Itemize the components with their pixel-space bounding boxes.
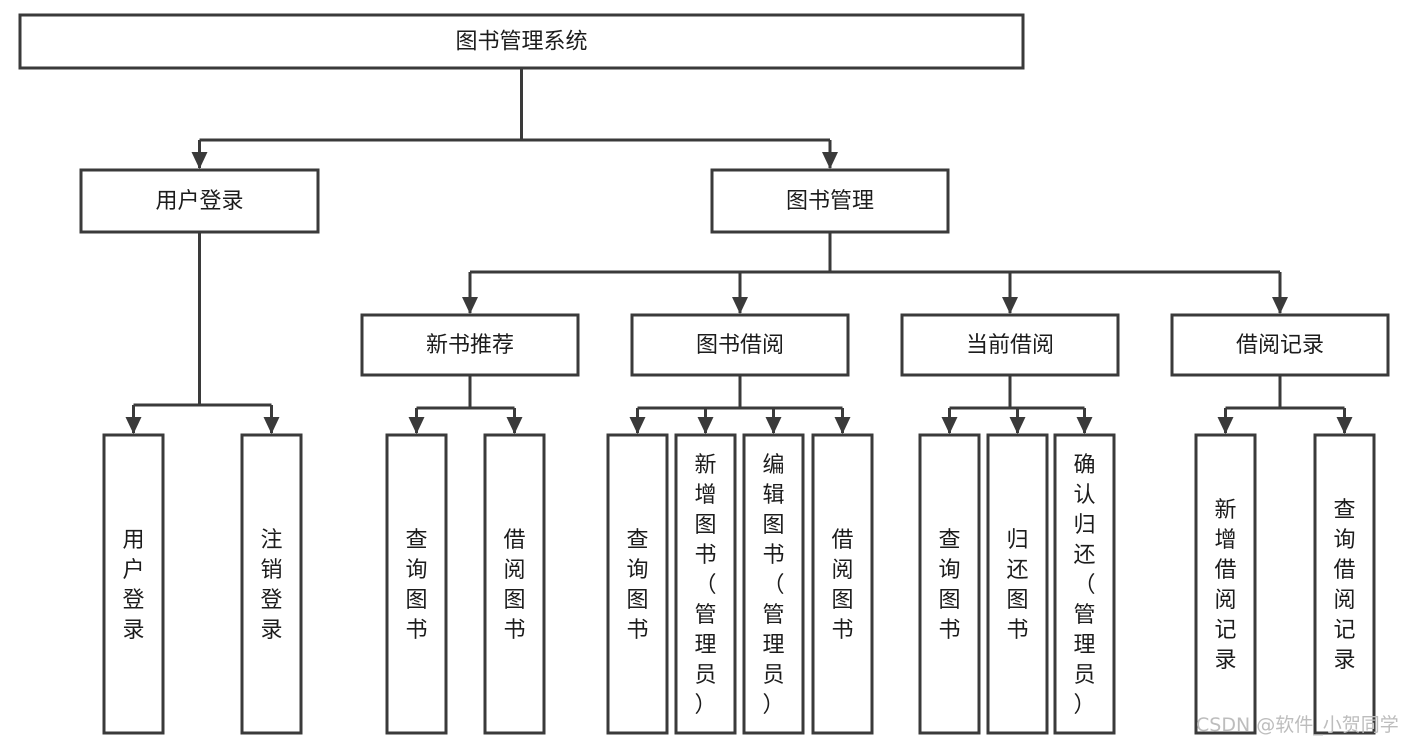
node-leaf-add-borrow-record[interactable]: 新增借阅记录 [1194,433,1257,735]
node-leaf-user-login[interactable]: 用户登录 [102,433,165,735]
node-borrow-record[interactable]: 借阅记录 [1170,313,1390,377]
arrow-head-icon [941,417,958,434]
node-current-borrow-label: 当前借阅 [966,333,1054,358]
node-leaf-user-logout-box[interactable] [240,433,303,735]
arrow-head-icon [765,417,782,434]
csdn-watermark: CSDN @软件_小贺同学 [1196,714,1399,736]
node-new-book-recommend[interactable]: 新书推荐 [360,313,580,377]
node-borrow-record-box[interactable] [1170,313,1390,377]
node-leaf-add-book-admin[interactable]: 新增图书（管理员） [674,433,737,735]
node-leaf-user-logout[interactable]: 注销登录 [240,433,303,735]
arrow-head-icon [1272,297,1288,314]
arrow-head-icon [408,417,425,434]
diagram-nodes-layer: 图书管理系统用户登录图书管理新书推荐图书借阅当前借阅借阅记录用户登录注销登录查询… [18,13,1390,735]
node-leaf-add-borrow-record-box[interactable] [1194,433,1257,735]
node-leaf-edit-book-admin-box[interactable] [742,433,805,735]
arrow-head-icon [834,417,851,434]
connector-edges-layer [125,68,1353,434]
node-user-login-box[interactable] [79,168,320,234]
node-leaf-query-book-3-label: 查询图书 [938,528,960,643]
node-leaf-confirm-return-admin-box[interactable] [1053,433,1116,735]
node-user-login[interactable]: 用户登录 [79,168,320,234]
node-root-root-label: 图书管理系统 [455,30,587,55]
node-current-borrow[interactable]: 当前借阅 [900,313,1120,377]
node-leaf-confirm-return-admin[interactable]: 确认归还（管理员） [1053,433,1116,735]
node-root-root[interactable]: 图书管理系统 [18,13,1025,70]
node-leaf-borrow-book-1-label: 借阅图书 [503,528,525,643]
node-leaf-query-borrow-record[interactable]: 查询借阅记录 [1313,433,1376,735]
node-leaf-query-book-3-box[interactable] [918,433,981,735]
arrow-head-icon [629,417,646,434]
node-leaf-return-book-label: 归还图书 [1006,528,1028,643]
node-book-borrow-box[interactable] [630,313,850,377]
node-leaf-user-login-label: 用户登录 [122,528,144,643]
node-leaf-borrow-book-1-box[interactable] [483,433,546,735]
node-leaf-borrow-book-2-box[interactable] [811,433,874,735]
node-book-manage-box[interactable] [710,168,950,234]
node-leaf-return-book[interactable]: 归还图书 [986,433,1049,735]
node-new-book-recommend-label: 新书推荐 [426,333,514,358]
node-leaf-query-book-2[interactable]: 查询图书 [606,433,669,735]
node-leaf-confirm-return-admin-label: 确认归还（管理员） [1073,453,1095,718]
node-leaf-user-login-box[interactable] [102,433,165,735]
node-leaf-add-book-admin-box[interactable] [674,433,737,735]
node-leaf-query-book-3[interactable]: 查询图书 [918,433,981,735]
node-leaf-borrow-book-2-label: 借阅图书 [831,528,853,643]
arrow-head-icon [1217,417,1234,434]
arrow-head-icon [1002,297,1018,314]
node-leaf-query-book-2-box[interactable] [606,433,669,735]
node-borrow-record-label: 借阅记录 [1236,333,1324,358]
arrow-head-icon [125,417,142,434]
node-leaf-user-logout-label: 注销登录 [260,528,282,643]
node-leaf-query-book-1-box[interactable] [385,433,448,735]
node-user-login-label: 用户登录 [155,189,243,214]
node-leaf-borrow-book-1[interactable]: 借阅图书 [483,433,546,735]
arrow-head-icon [1336,417,1353,434]
node-book-manage[interactable]: 图书管理 [710,168,950,234]
node-book-manage-label: 图书管理 [786,189,874,214]
node-leaf-query-borrow-record-box[interactable] [1313,433,1376,735]
arrow-head-icon [732,297,748,314]
node-leaf-add-borrow-record-label: 新增借阅记录 [1214,498,1236,673]
node-book-borrow[interactable]: 图书借阅 [630,313,850,377]
node-leaf-query-book-1[interactable]: 查询图书 [385,433,448,735]
node-leaf-query-book-2-label: 查询图书 [626,528,648,643]
arrow-head-icon [462,297,478,314]
node-leaf-add-book-admin-label: 新增图书（管理员） [694,453,716,718]
arrow-head-icon [1009,417,1026,434]
node-leaf-return-book-box[interactable] [986,433,1049,735]
node-leaf-edit-book-admin[interactable]: 编辑图书（管理员） [742,433,805,735]
node-leaf-edit-book-admin-label: 编辑图书（管理员） [762,453,784,718]
node-new-book-recommend-box[interactable] [360,313,580,377]
arrow-head-icon [697,417,714,434]
arrow-head-icon [822,152,838,169]
arrow-head-icon [1076,417,1093,434]
arrow-head-icon [263,417,280,434]
arrow-head-icon [506,417,523,434]
node-leaf-borrow-book-2[interactable]: 借阅图书 [811,433,874,735]
node-leaf-query-book-1-label: 查询图书 [405,528,427,643]
arrow-head-icon [191,152,208,169]
node-leaf-query-borrow-record-label: 查询借阅记录 [1333,498,1355,673]
node-book-borrow-label: 图书借阅 [696,333,784,358]
node-current-borrow-box[interactable] [900,313,1120,377]
node-root-root-box[interactable] [18,13,1025,70]
